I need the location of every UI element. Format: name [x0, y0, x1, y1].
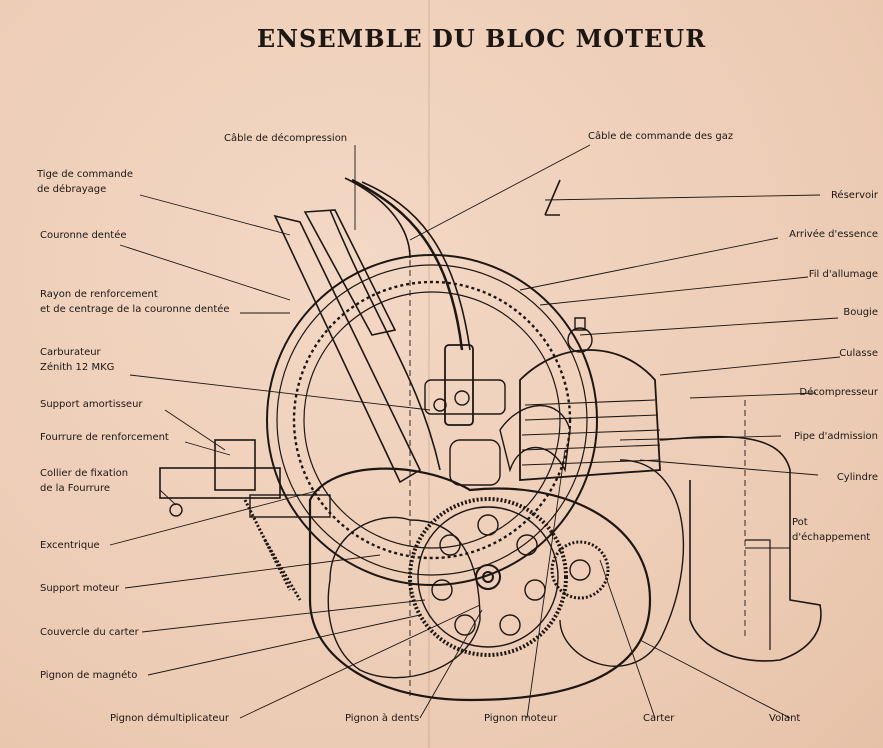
label-fil-allumage: Fil d'allumage	[808, 269, 878, 280]
label-tige-commande-debrayage: Tige de commande de débrayage	[37, 169, 134, 195]
label-collier-fixation: Collier de fixation de la Fourrure	[40, 468, 129, 494]
label-couvercle-carter: Couvercle du carter	[40, 627, 139, 638]
label-arrivee-essence: Arrivée d'essence	[789, 229, 878, 240]
carburetor	[424, 344, 506, 486]
frame-tubes	[273, 177, 471, 484]
label-carburateur: Carburateur Zénith 12 MKG	[40, 347, 115, 373]
crankcase	[308, 467, 652, 702]
centre-line	[409, 250, 746, 700]
large-gear	[408, 497, 568, 657]
flywheel	[559, 459, 684, 667]
small-gear	[550, 540, 610, 600]
tank-bracket	[544, 179, 561, 216]
label-cable-commande-gaz: Câble de commande des gaz	[588, 131, 734, 142]
label-bougie: Bougie	[843, 307, 878, 318]
label-cable-decompression: Câble de décompression	[224, 133, 348, 144]
label-pignon-moteur: Pignon moteur	[484, 713, 558, 724]
label-support-amortisseur: Support amortisseur	[40, 399, 143, 410]
paper-fold	[428, 0, 430, 748]
label-carter: Carter	[643, 713, 675, 724]
cylinder	[499, 317, 661, 481]
label-culasse: Culasse	[839, 348, 878, 359]
label-volant: Volant	[769, 713, 801, 724]
label-pot-echappement: Pot d'échappement	[792, 517, 871, 543]
leader-lines	[109, 144, 841, 719]
label-pignon-a-dents: Pignon à dents	[345, 713, 420, 724]
label-decompresseur: Décompresseur	[799, 387, 878, 398]
label-rayon-renforcement: Rayon de renforcement et de centrage de …	[40, 289, 230, 315]
ring-gear	[266, 254, 598, 586]
exhaust-pipe	[659, 435, 822, 662]
label-pignon-magneto: Pignon de magnéto	[40, 670, 138, 681]
label-couronne-dentee: Couronne dentée	[40, 230, 127, 241]
bracket-assembly	[159, 439, 331, 601]
label-fourrure-renforcement: Fourrure de renforcement	[40, 432, 169, 443]
diagram-title: ENSEMBLE DU BLOC MOTEUR	[256, 24, 707, 53]
label-cylindre: Cylindre	[836, 472, 878, 483]
label-support-moteur: Support moteur	[40, 583, 120, 594]
label-reservoir: Réservoir	[830, 190, 878, 201]
label-pignon-demultiplicateur: Pignon démultiplicateur	[110, 713, 230, 724]
label-pipe-admission: Pipe d'admission	[793, 431, 878, 442]
label-excentrique: Excentrique	[40, 540, 100, 551]
